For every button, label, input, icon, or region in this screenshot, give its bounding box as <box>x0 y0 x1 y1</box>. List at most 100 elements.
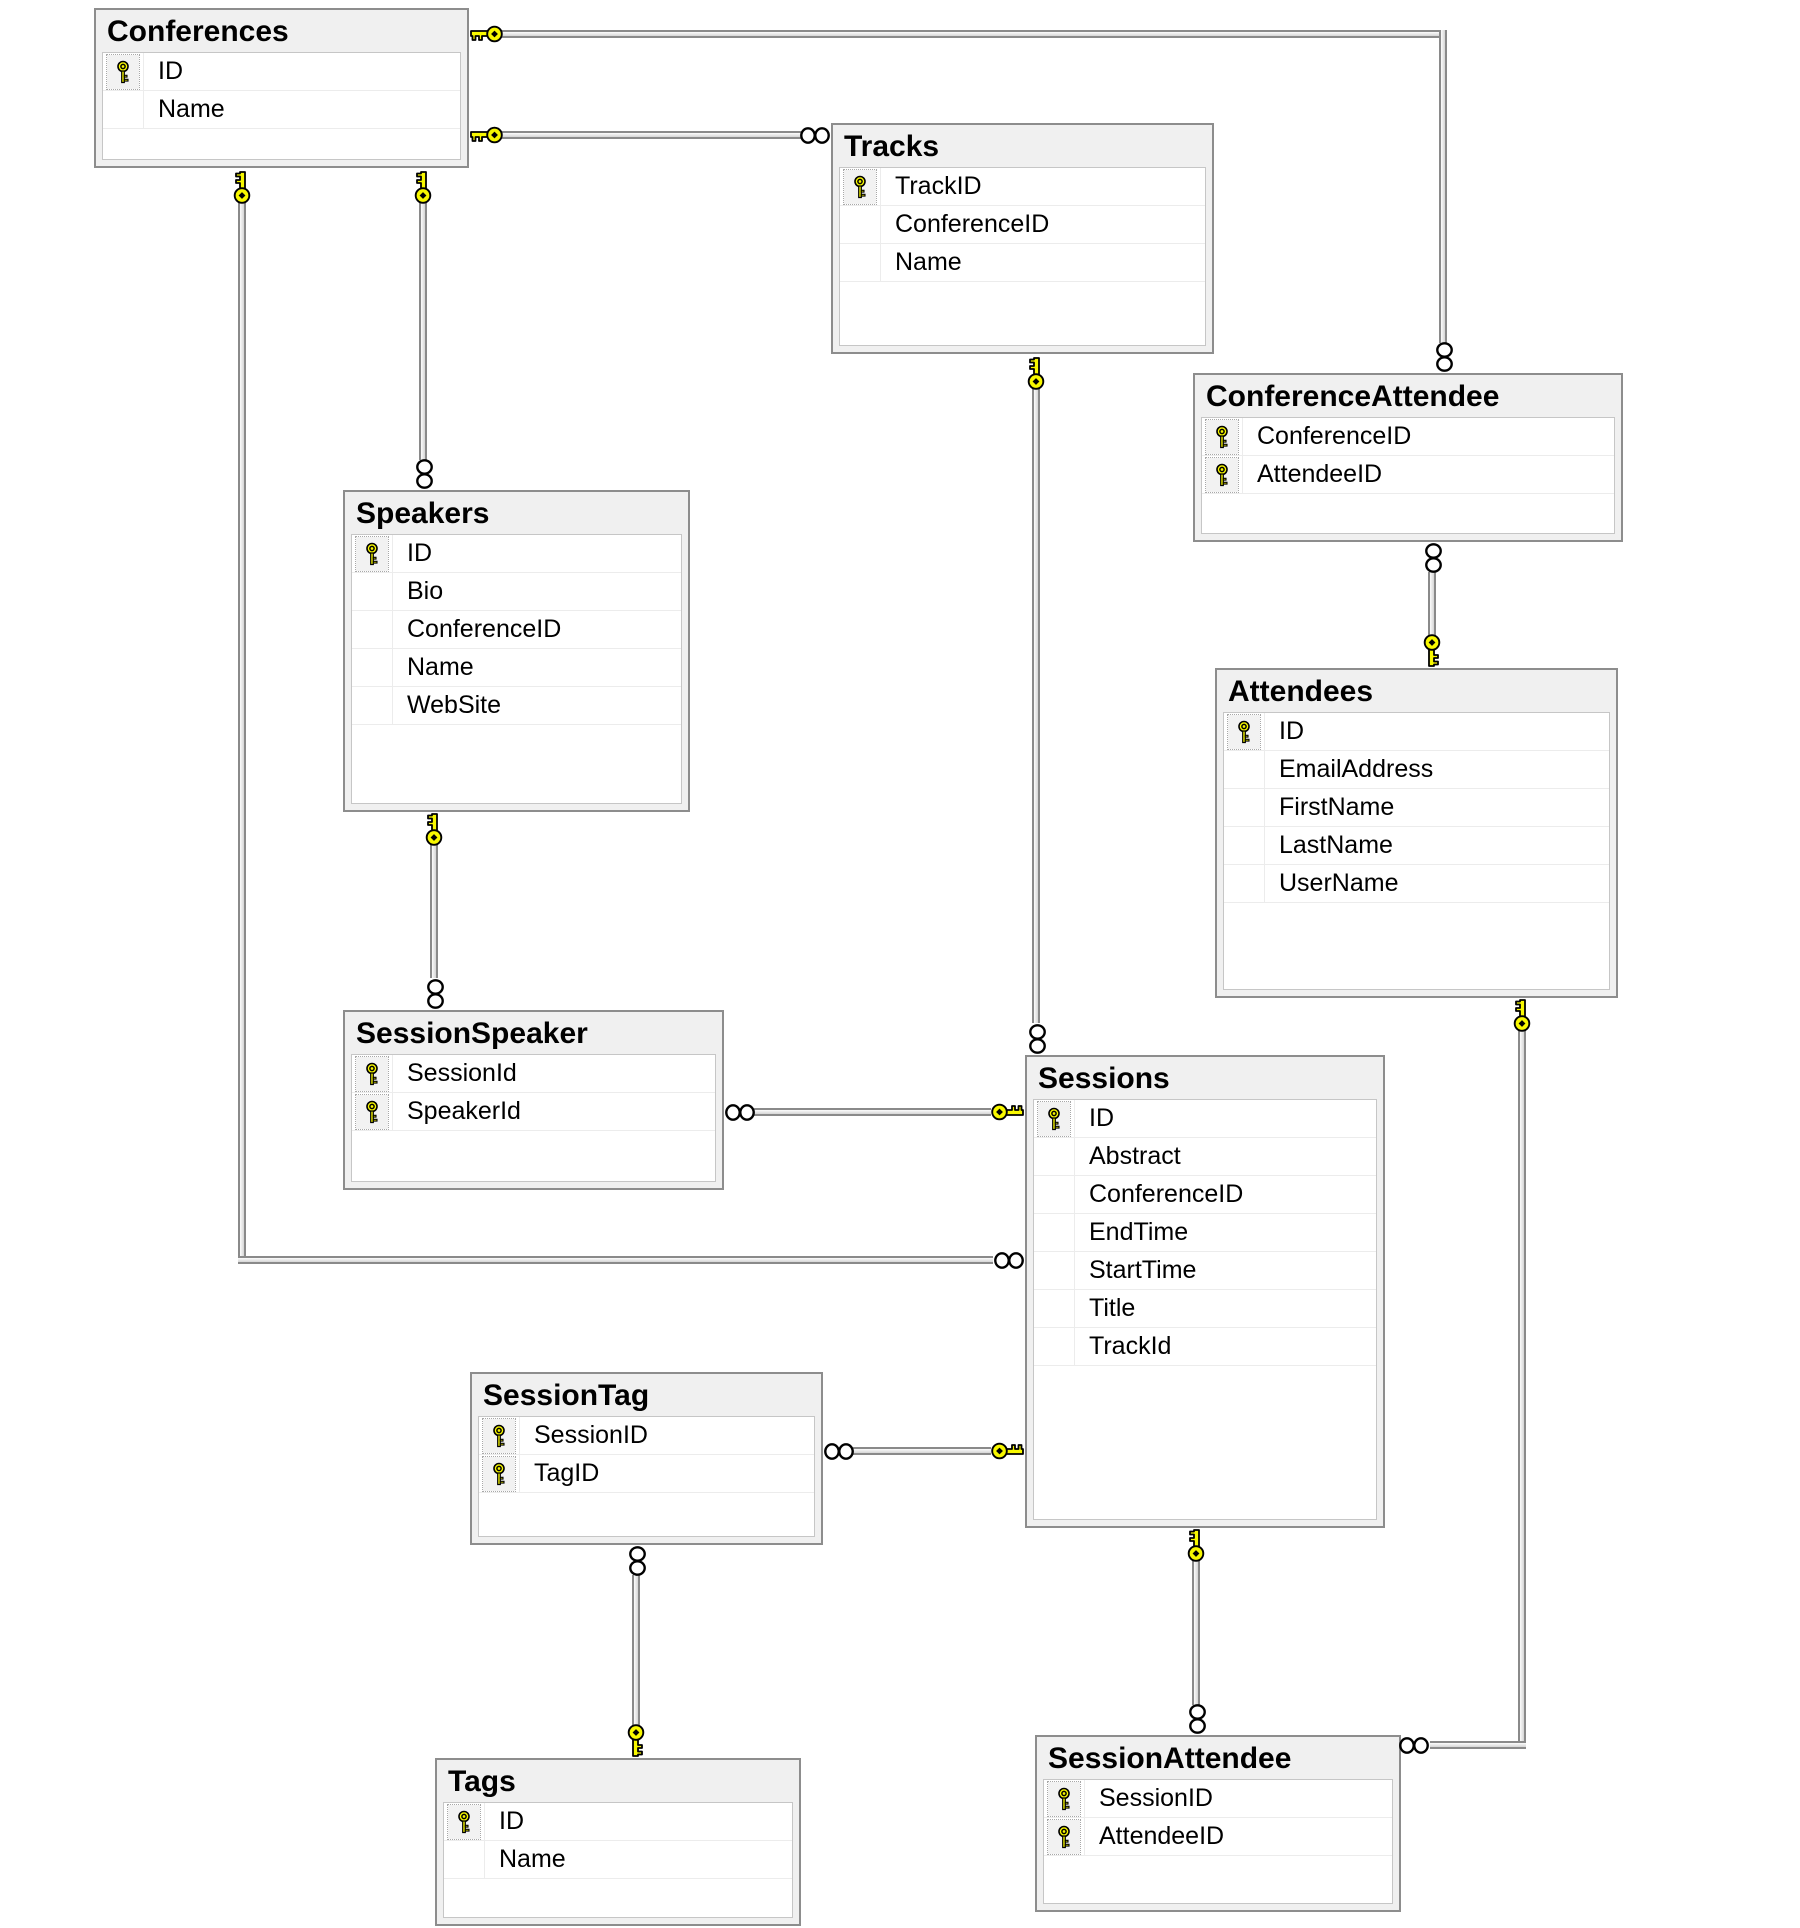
rel-conferenceattendee-attendees-line[interactable] <box>1428 572 1436 638</box>
column-row[interactable]: Name <box>103 91 460 129</box>
column-row[interactable]: ID <box>103 53 460 91</box>
primary-key-icon <box>1205 456 1239 493</box>
column-row[interactable]: AttendeeID <box>1202 456 1614 494</box>
rel-sessions-sessionattendee-line[interactable] <box>1192 1560 1200 1705</box>
column-row[interactable]: StartTime <box>1034 1252 1376 1290</box>
table-columns: SessionId SpeakerId <box>351 1054 716 1182</box>
table-tracks[interactable]: Tracks TrackID ConferenceID Name <box>831 123 1214 354</box>
column-name: Bio <box>407 577 444 605</box>
column-row[interactable]: FirstName <box>1224 789 1609 827</box>
column-row[interactable]: TrackID <box>840 168 1205 206</box>
column-row[interactable]: ID <box>444 1803 792 1841</box>
table-title[interactable]: Attendees <box>1228 675 1374 708</box>
table-title[interactable]: Speakers <box>356 497 490 530</box>
rel-conferences-sessions-line-h[interactable] <box>238 1256 993 1264</box>
rel-speakers-sessionspeaker-line[interactable] <box>430 844 438 978</box>
column-name: FirstName <box>1279 793 1395 821</box>
rel-conferences-speakers-line[interactable] <box>419 202 427 460</box>
primary-key-icon <box>1205 418 1239 455</box>
key-cell <box>103 53 144 90</box>
table-title[interactable]: SessionAttendee <box>1048 1742 1292 1775</box>
column-row[interactable]: ConferenceID <box>1202 418 1614 456</box>
column-name: TrackId <box>1089 1332 1172 1360</box>
key-cell <box>1224 713 1265 750</box>
column-row[interactable]: UserName <box>1224 865 1609 903</box>
column-row[interactable]: EndTime <box>1034 1214 1376 1252</box>
table-title[interactable]: Tracks <box>844 130 940 163</box>
rel-conferences-sessions-line-v[interactable] <box>238 202 246 1262</box>
table-speakers[interactable]: Speakers ID Bio ConferenceID Name WebSit… <box>343 490 690 812</box>
column-name: EmailAddress <box>1279 755 1434 783</box>
key-cell <box>352 1055 393 1092</box>
table-title[interactable]: Conferences <box>107 15 289 48</box>
column-row[interactable]: ConferenceID <box>840 206 1205 244</box>
table-title[interactable]: SessionTag <box>483 1379 650 1412</box>
table-title[interactable]: ConferenceAttendee <box>1206 380 1500 413</box>
rel-sessionspeaker-sessions-line[interactable] <box>754 1108 991 1116</box>
column-row[interactable]: ConferenceID <box>1034 1176 1376 1214</box>
table-session-attendee[interactable]: SessionAttendee SessionID AttendeeID <box>1035 1735 1401 1912</box>
column-name: ID <box>158 57 183 85</box>
column-row[interactable]: Name <box>352 649 681 687</box>
column-row[interactable]: ConferenceID <box>352 611 681 649</box>
column-name: ID <box>1279 717 1304 745</box>
table-sessions[interactable]: Sessions ID Abstract ConferenceID EndTim… <box>1025 1055 1385 1528</box>
column-row[interactable]: Bio <box>352 573 681 611</box>
rel-attendees-sessionattendee-line-h[interactable] <box>1430 1741 1526 1749</box>
rel-sessiontag-tags-line[interactable] <box>632 1575 640 1727</box>
rel-conferences-tracks-line[interactable] <box>501 131 801 139</box>
column-row[interactable]: ID <box>1034 1100 1376 1138</box>
column-name: ID <box>407 539 432 567</box>
column-row[interactable]: WebSite <box>352 687 681 725</box>
primary-key-icon <box>843 168 877 205</box>
table-session-speaker[interactable]: SessionSpeaker SessionId SpeakerId <box>343 1010 724 1190</box>
rel-tracks-sessions-line[interactable] <box>1032 388 1040 1023</box>
table-columns: TrackID ConferenceID Name <box>839 167 1206 346</box>
column-row[interactable]: ID <box>1224 713 1609 751</box>
table-columns: ConferenceID AttendeeID <box>1201 417 1615 534</box>
table-conferences[interactable]: Conferences ID Name <box>94 8 469 168</box>
rel-conferences-conferenceattendee-line-h[interactable] <box>501 30 1447 38</box>
primary-key-icon <box>1037 1100 1071 1137</box>
column-row[interactable]: EmailAddress <box>1224 751 1609 789</box>
column-row[interactable]: Title <box>1034 1290 1376 1328</box>
table-title[interactable]: Sessions <box>1038 1062 1170 1095</box>
column-row[interactable]: SessionId <box>352 1055 715 1093</box>
many-side-infinity-icon <box>799 127 833 145</box>
rel-conferences-conferenceattendee-line-v[interactable] <box>1439 30 1447 343</box>
key-cell <box>352 535 393 572</box>
key-cell <box>444 1841 485 1878</box>
table-title[interactable]: SessionSpeaker <box>356 1017 588 1050</box>
table-title[interactable]: Tags <box>448 1765 516 1798</box>
column-row[interactable]: SessionID <box>1044 1780 1392 1818</box>
rel-attendees-sessionattendee-line-v[interactable] <box>1518 1030 1526 1749</box>
column-row[interactable]: ID <box>352 535 681 573</box>
column-name: AttendeeID <box>1257 460 1383 488</box>
key-cell <box>840 168 881 205</box>
table-attendees[interactable]: Attendees ID EmailAddress FirstName Last… <box>1215 668 1618 998</box>
column-row[interactable]: Abstract <box>1034 1138 1376 1176</box>
column-row[interactable]: SessionID <box>479 1417 814 1455</box>
primary-key-icon <box>1227 713 1261 750</box>
column-row[interactable]: TrackId <box>1034 1328 1376 1366</box>
primary-key-icon <box>482 1455 516 1492</box>
table-session-tag[interactable]: SessionTag SessionID TagID <box>470 1372 823 1545</box>
key-cell <box>1034 1100 1075 1137</box>
table-conference-attendee[interactable]: ConferenceAttendee ConferenceID Attendee… <box>1193 373 1623 542</box>
many-side-infinity-icon <box>1435 341 1453 375</box>
column-name: UserName <box>1279 869 1399 897</box>
rel-sessiontag-sessions-line[interactable] <box>853 1447 991 1455</box>
column-row[interactable]: Name <box>444 1841 792 1879</box>
column-row[interactable]: SpeakerId <box>352 1093 715 1131</box>
key-cell <box>1224 751 1265 788</box>
one-side-key-icon <box>1027 356 1045 390</box>
table-tags[interactable]: Tags ID Name <box>435 1758 801 1926</box>
column-row[interactable]: TagID <box>479 1455 814 1493</box>
column-row[interactable]: LastName <box>1224 827 1609 865</box>
column-row[interactable]: Name <box>840 244 1205 282</box>
many-side-infinity-icon <box>426 978 444 1012</box>
column-row[interactable]: AttendeeID <box>1044 1818 1392 1856</box>
one-side-key-icon <box>469 25 503 43</box>
key-cell <box>840 206 881 243</box>
